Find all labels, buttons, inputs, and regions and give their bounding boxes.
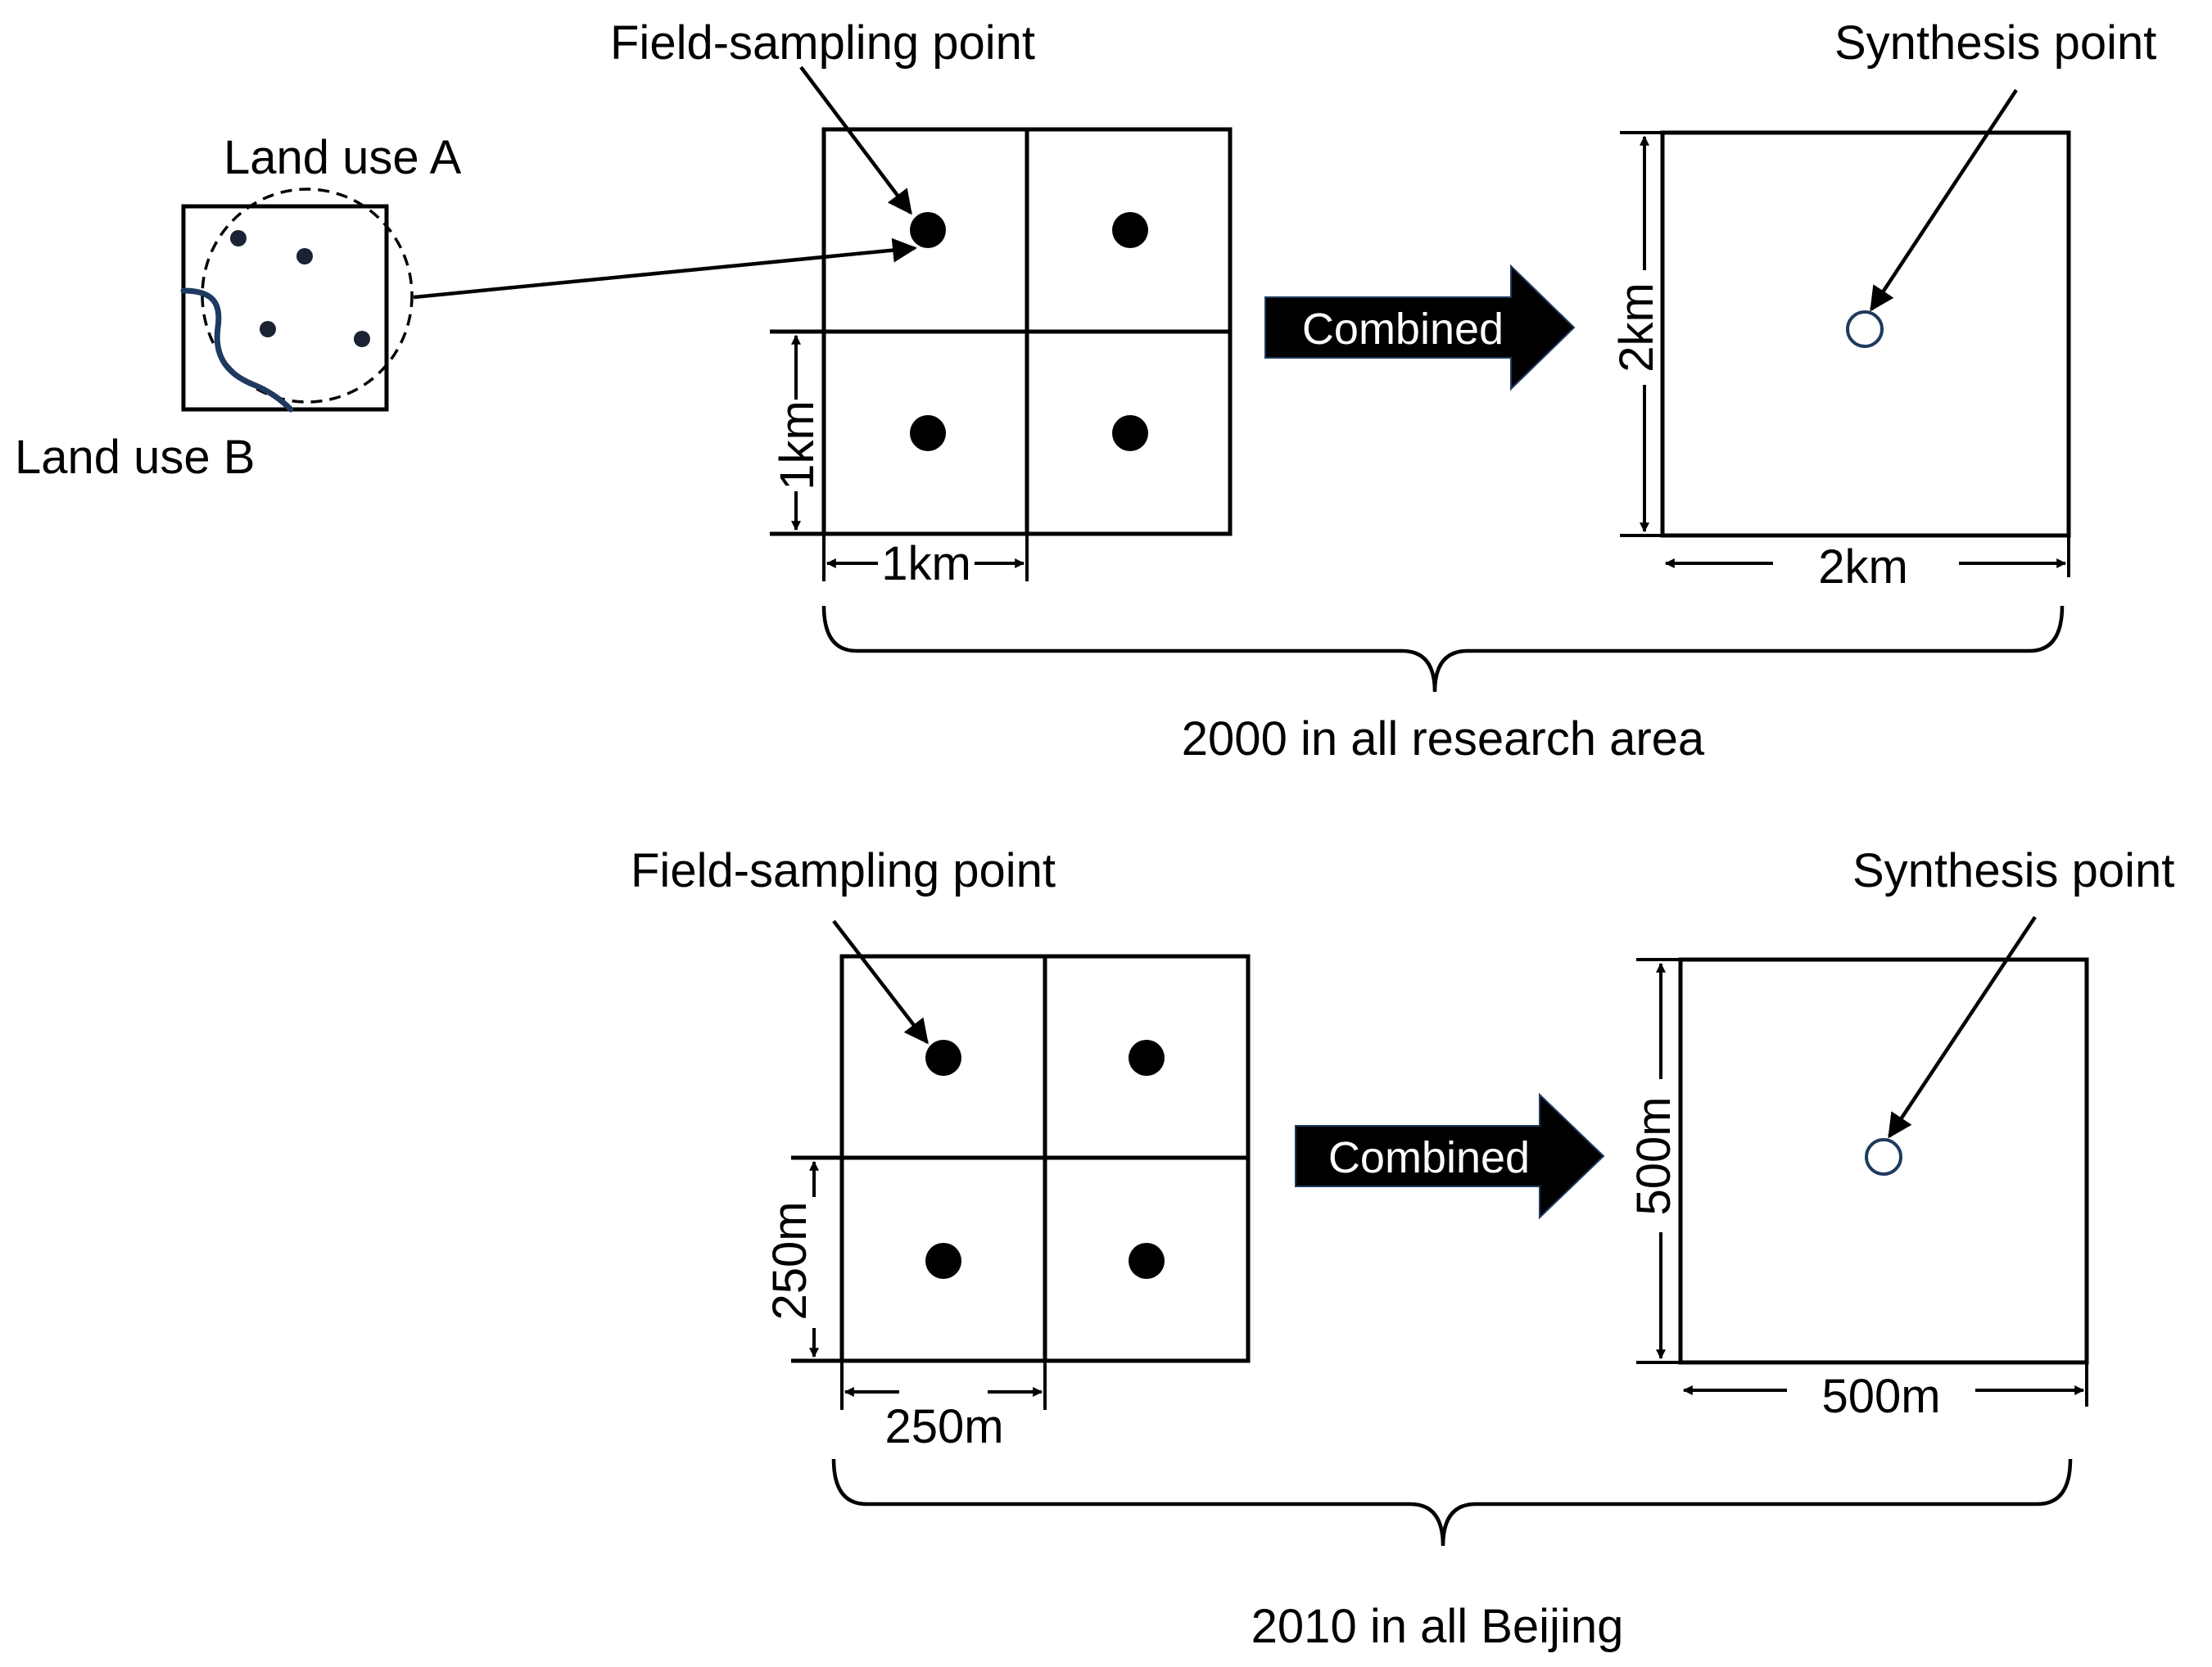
inset-connector-arrow [413, 237, 917, 300]
synthesis-label: Synthesis point [1852, 844, 2174, 897]
land-use-b-label: Land use B [15, 431, 255, 484]
cell-height-label: 1km [771, 400, 824, 490]
field-sampling-label: Field-sampling point [610, 16, 1035, 70]
field-sampling-dot [1129, 1040, 1165, 1076]
field-sampling-dot [925, 1243, 961, 1279]
combined-label: Combined [1302, 305, 1504, 354]
panel-2010: Field-sampling point 250m 250m Combined … [631, 844, 2174, 1653]
caption: 2010 in all Beijing [1251, 1600, 1624, 1653]
grid-width-label: 500m [1821, 1370, 1940, 1423]
inset-sample-dot [230, 230, 247, 246]
cell-height-label: 250m [763, 1201, 816, 1320]
combined-label: Combined [1328, 1133, 1530, 1182]
synthesis-pointer [1870, 88, 2018, 312]
combined-arrow [1295, 1092, 1605, 1220]
brace [831, 1458, 2073, 1547]
caption: 2000 in all research area [1182, 712, 1705, 766]
synthesis-point-marker [1865, 1138, 1902, 1176]
brace [821, 605, 2065, 693]
grid-height-label: 2km [1610, 282, 1663, 373]
combined-arrow [1264, 264, 1576, 391]
inset-sample-dot [296, 248, 313, 264]
field-sampling-dot [1129, 1243, 1165, 1279]
land-use-inset: Land use A Land use B [15, 131, 917, 484]
synthesis-point-marker [1846, 310, 1884, 348]
synthesis-grid [1660, 130, 2071, 538]
cell-width-label: 1km [881, 537, 971, 590]
inset-sample-dot [354, 331, 370, 347]
inset-dashed-circle [201, 187, 414, 404]
field-sampling-dot [1112, 415, 1148, 451]
synthesis-pointer [1888, 915, 2037, 1139]
grid-height-label: 500m [1627, 1096, 1680, 1215]
synthesis-grid [1678, 957, 2089, 1365]
field-sampling-dot [1112, 212, 1148, 248]
field-sampling-pointer [799, 66, 912, 215]
inset-sample-dot [260, 321, 276, 337]
grid-width-label: 2km [1818, 540, 1908, 594]
panel-2000: Field-sampling point 1km 1km Combined Sy… [610, 16, 2156, 766]
field-sampling-dot [910, 415, 946, 451]
river-line [180, 287, 294, 413]
land-use-a-label: Land use A [224, 131, 462, 184]
field-sampling-dot [925, 1040, 961, 1076]
synthesis-label: Synthesis point [1834, 16, 2156, 70]
field-sampling-dot [910, 212, 946, 248]
field-sampling-pointer [832, 919, 929, 1045]
cell-width-label: 250m [884, 1400, 1003, 1453]
inset-box [181, 204, 389, 412]
field-sampling-label: Field-sampling point [631, 844, 1056, 897]
